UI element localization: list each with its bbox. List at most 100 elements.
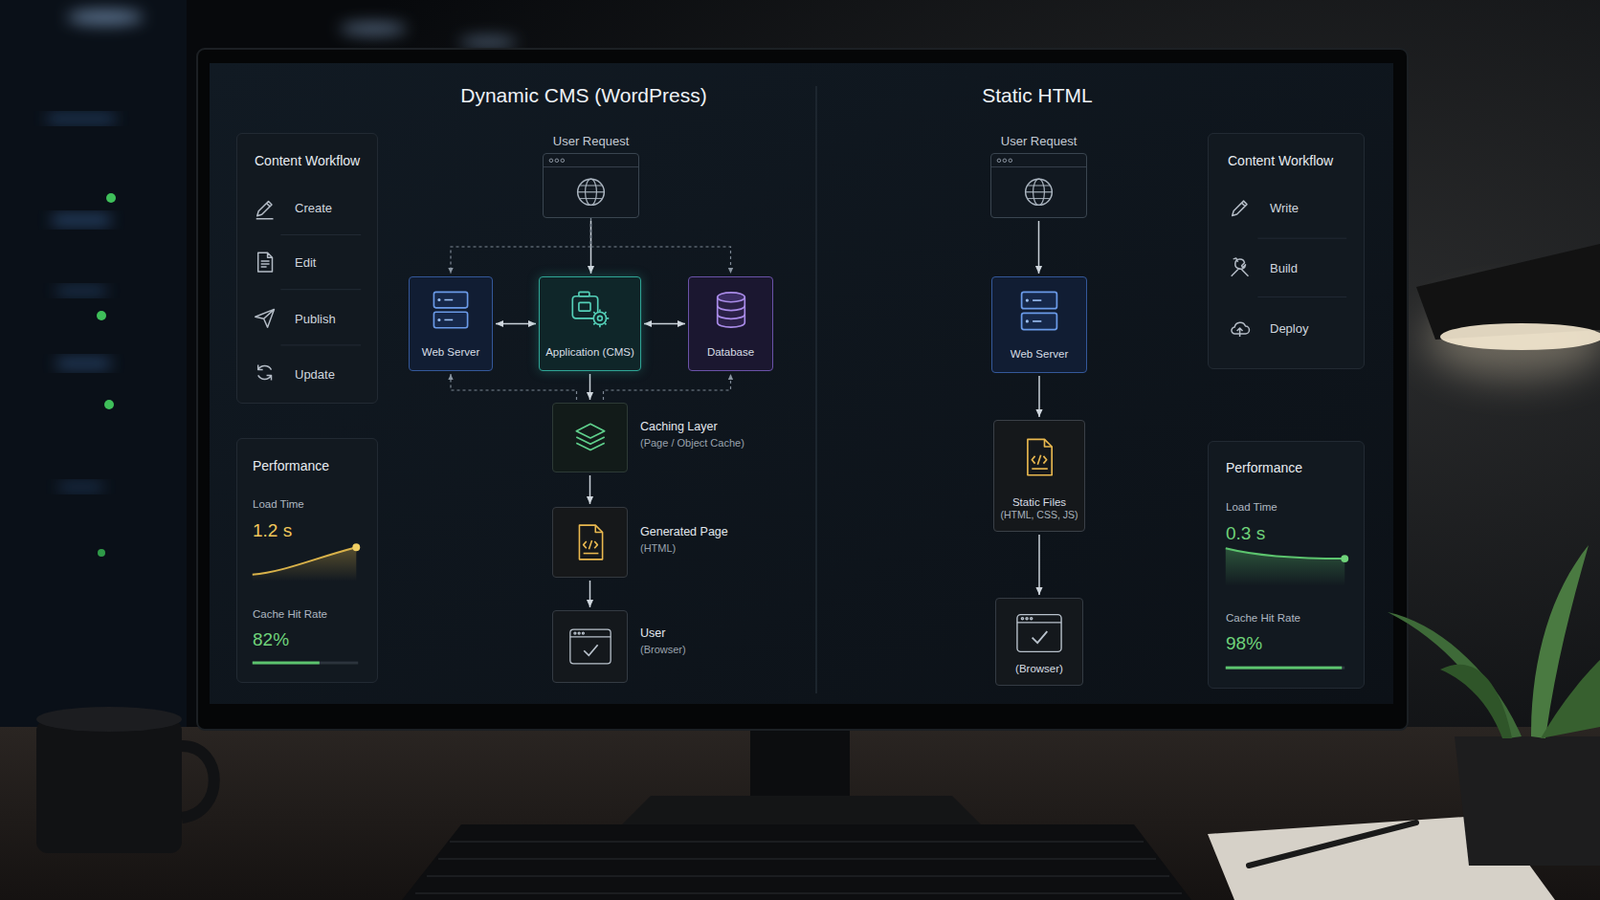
keyboard-body <box>401 824 1192 900</box>
icon-graphic <box>1027 439 1052 475</box>
panel-heading: Performance <box>1225 460 1303 477</box>
panel-item: Load Time <box>252 498 305 512</box>
node-label: User <box>640 625 687 643</box>
panel-heading: Content Workflow <box>1227 153 1334 170</box>
icon-graphic <box>1022 291 1058 330</box>
panel-item: 98% <box>1225 633 1263 656</box>
monitor <box>197 48 1408 825</box>
icon-graphic <box>716 292 745 328</box>
node-sublabel: (HTML) <box>640 540 729 557</box>
icon-graphic <box>543 158 639 205</box>
performance-panel: PerformanceLoad Time1.2 sCache Hit Rate8… <box>236 438 378 684</box>
rack-light <box>59 483 103 491</box>
panel-item: Deploy <box>1269 321 1309 337</box>
node-label: Web Server <box>422 345 481 359</box>
icon-graphic <box>991 158 1087 205</box>
icon-graphic <box>1017 615 1062 653</box>
monitor-bezel <box>197 48 1408 731</box>
icon-graphic <box>576 423 604 450</box>
flow-arrow <box>1038 376 1041 418</box>
node-sublabel: (Page / Object Cache) <box>640 435 745 452</box>
panel-item: Edit <box>294 255 316 271</box>
panel-item: Update <box>294 367 335 383</box>
dashed-connector <box>450 218 592 274</box>
rack-light <box>57 358 111 369</box>
section-heading: Static HTML <box>981 83 1093 108</box>
icon-graphic <box>1231 200 1348 337</box>
potted-plant <box>1387 545 1600 867</box>
node-icon <box>710 288 753 332</box>
node-label: Database <box>707 345 755 359</box>
leaf <box>1540 660 1600 739</box>
panel-item: Build <box>1269 261 1298 277</box>
dashed-connector <box>591 218 732 274</box>
status-led <box>104 400 114 410</box>
screen <box>209 63 1394 705</box>
ceiling-lights <box>66 9 517 48</box>
flow-arrow <box>495 323 536 326</box>
section-heading: Dynamic CMS (WordPress) <box>460 83 707 108</box>
side-label-group: Generated Page(HTML) <box>640 524 729 557</box>
panel-item: Write <box>1269 200 1299 217</box>
mug-rim <box>36 707 182 733</box>
cache-box: Caching Layer(Page / Object Cache) <box>552 402 628 473</box>
node-sublabel: (Browser) <box>640 642 687 659</box>
ceiling-light <box>66 9 144 25</box>
node-icon <box>569 288 612 332</box>
pen <box>1248 822 1417 867</box>
status-led <box>96 311 107 321</box>
node-icon <box>569 625 612 668</box>
panel-item: Cache Hit Rate <box>1225 612 1301 626</box>
node-sublabel: (HTML, CSS, JS) <box>1000 509 1078 522</box>
node-icon <box>1016 610 1063 657</box>
rack-light <box>47 114 115 123</box>
icon-graphic <box>569 629 610 665</box>
application-box: Application (CMS) <box>538 276 642 372</box>
request-box: User Request <box>990 153 1088 219</box>
key-rows <box>415 842 1182 894</box>
node-label: Generated Page <box>640 524 729 541</box>
coffee-mug <box>36 707 215 854</box>
flow-arrow <box>589 374 592 400</box>
node-label: Static Files <box>1012 495 1067 510</box>
node-label: User Request <box>553 133 629 149</box>
icon-graphic <box>433 291 467 328</box>
mug-handle <box>181 746 215 819</box>
panel-item: 82% <box>252 629 289 652</box>
lamp-bulb <box>1440 323 1600 351</box>
panel-item: 0.3 s <box>1225 523 1266 546</box>
database-box: Database <box>688 276 774 372</box>
desk <box>0 727 1600 900</box>
rack-body <box>0 0 187 728</box>
rack-light <box>52 215 111 225</box>
mug-body <box>36 719 182 854</box>
icon-graphic <box>1225 548 1349 669</box>
node-label: Web Server <box>1010 347 1069 361</box>
node-label: (Browser) <box>1015 662 1064 676</box>
node-icon <box>570 418 611 459</box>
node-icon <box>429 288 472 332</box>
monitor-neck <box>750 727 850 800</box>
server-box: Web Server <box>991 276 1088 374</box>
icon-graphic <box>572 291 609 328</box>
server-box: Web Server <box>408 276 493 372</box>
dashed-connector <box>450 374 578 400</box>
flow-arrow <box>644 323 686 326</box>
side-label-group: User(Browser) <box>640 625 687 659</box>
panel-item: Create <box>294 200 333 217</box>
panel-heading: Performance <box>252 458 330 475</box>
panel-item: 1.2 s <box>252 520 292 543</box>
panel-item: Publish <box>294 311 336 328</box>
node-label: Caching Layer <box>640 419 745 436</box>
server-rack <box>0 0 187 728</box>
ceiling-light <box>339 22 407 36</box>
node-icon <box>1017 288 1062 334</box>
keyboard <box>401 824 1192 900</box>
flow-arrow <box>589 475 592 505</box>
node-label: Application (CMS) <box>545 345 635 359</box>
browser-box: (Browser) <box>995 598 1084 687</box>
request-box: User Request <box>542 153 640 219</box>
page-box: Generated Page(HTML) <box>552 507 628 578</box>
